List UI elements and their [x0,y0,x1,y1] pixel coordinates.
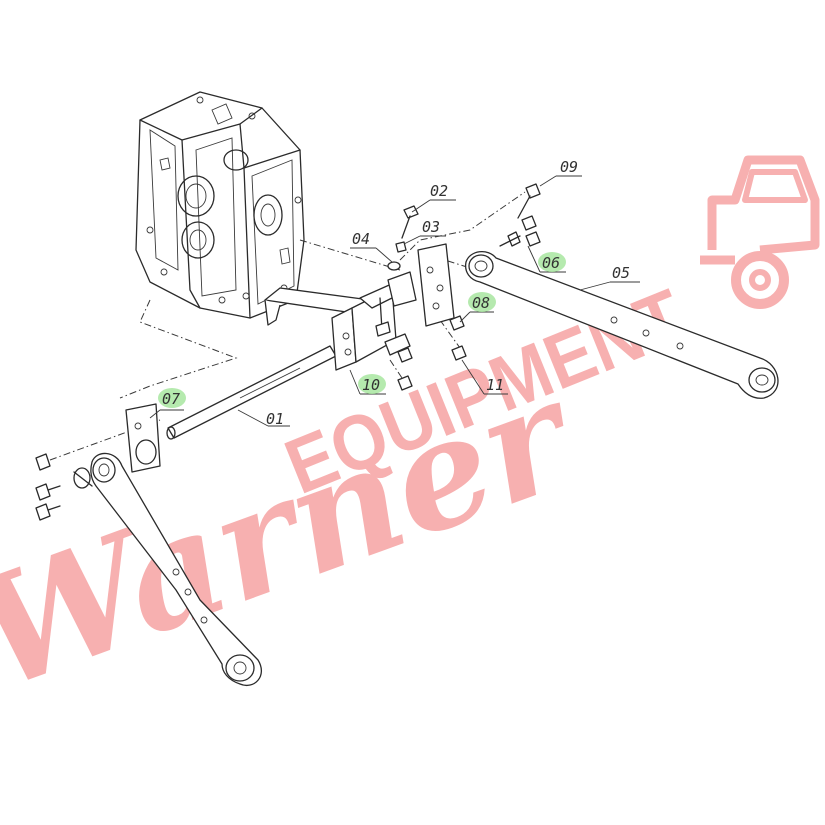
callout-11: 11 [486,376,504,394]
bolt-02-icon [401,205,419,239]
callout-labels: 01 02 03 04 05 06 07 08 09 10 11 [162,158,630,428]
highlight-07 [158,388,186,408]
callout-06: 06 [542,254,560,272]
lift-arm-left [90,452,263,686]
washer-04-icon [387,261,401,271]
highlight-08 [468,292,496,312]
assembly-lines [49,191,526,461]
side-plate-left [125,403,161,473]
nut-03-icon [395,241,407,253]
highlight-10 [358,374,386,394]
callout-highlights [158,252,566,408]
highlight-06 [538,252,566,272]
bolts-left-icon [35,453,61,521]
bolt-09-icon [517,183,541,219]
callout-04: 04 [352,230,370,248]
bolts-08-icon [449,315,467,361]
callout-09: 09 [560,158,578,176]
callout-02: 02 [430,182,448,200]
watermark: Warner EQUIPMENT [0,155,820,724]
callout-10: 10 [362,376,380,394]
callout-03: 03 [422,218,440,236]
callout-05: 05 [612,264,630,282]
mounting-bracket [264,281,411,371]
fasteners [35,183,541,521]
bolts-06-icon [499,215,541,247]
callout-leaders [149,175,640,427]
pin-clip-icon [73,467,93,489]
side-plate-right [387,243,455,327]
callout-08: 08 [472,294,490,312]
bolts-10-icon [397,347,413,391]
tractor-logo-icon [700,155,820,309]
callout-01: 01 [266,410,284,428]
transmission-housing [135,91,305,319]
lift-arm-right [464,251,779,399]
callout-07: 07 [162,390,180,408]
